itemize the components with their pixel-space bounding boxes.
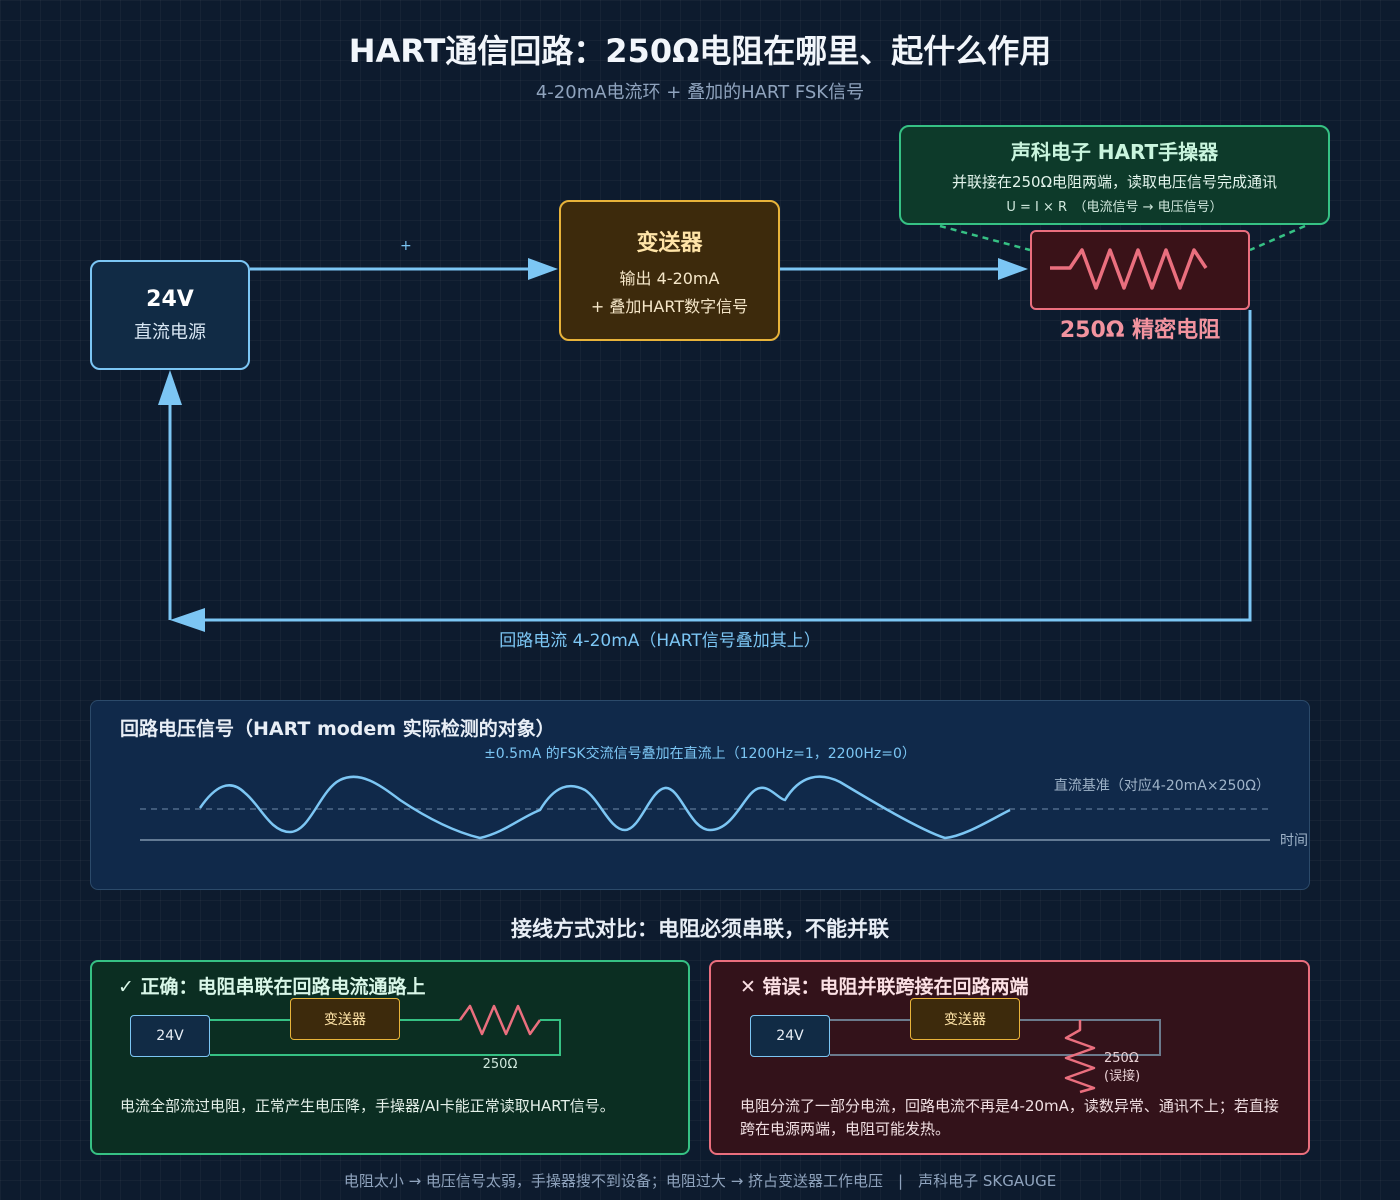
footer-note: 电阻太小 → 电压信号太弱，手操器搜不到设备；电阻过大 → 挤占变送器工作电压 … xyxy=(343,1172,1057,1190)
wrong-wire-2 xyxy=(830,1019,1161,1056)
arrow-to-resistor xyxy=(998,258,1028,280)
wrong-resistor-label: 250Ω (误接) xyxy=(1104,1050,1140,1086)
wrong-transmitter-box: 变送器 xyxy=(910,998,1020,1040)
transmitter-name: 变送器 xyxy=(636,230,703,256)
power-supply-box: 24V 直流电源 xyxy=(90,260,250,370)
fsk-waveform xyxy=(198,775,1011,840)
wrong-resistor-icon xyxy=(1064,1020,1096,1094)
waveform-panel xyxy=(90,700,1310,890)
time-axis-label: 时间 xyxy=(1280,833,1308,849)
wrong-resistor-note: (误接) xyxy=(1104,1069,1141,1084)
correct-psu-box: 24V xyxy=(130,1015,210,1057)
correct-resistor-label: 250Ω xyxy=(482,1057,518,1072)
wrong-wiring-panel xyxy=(709,960,1310,1155)
correct-resistor-icon xyxy=(458,1004,542,1036)
arrow-to-transmitter xyxy=(528,258,558,280)
correct-transmitter-box: 变送器 xyxy=(290,998,400,1040)
comparison-heading: 接线方式对比：电阻必须串联，不能并联 xyxy=(511,917,889,941)
communicator-desc: 并联接在250Ω电阻两端，读取电压信号完成通讯 xyxy=(951,172,1278,191)
dc-baseline-label: 直流基准（对应4-20mA×250Ω） xyxy=(1053,778,1270,794)
communicator-name: 声科电子 HART手操器 xyxy=(1010,139,1219,164)
wrong-wiring-title: ✕ 错误：电阻并联跨接在回路两端 xyxy=(740,976,1029,998)
correct-wiring-title: ✓ 正确：电阻串联在回路电流通路上 xyxy=(118,976,426,998)
transmitter-box: 变送器 输出 4-20mA + 叠加HART数字信号 xyxy=(559,200,780,341)
correct-wiring-panel xyxy=(90,960,690,1155)
transmitter-hart: + 叠加HART数字信号 xyxy=(590,296,749,316)
wire-return-path xyxy=(200,310,1252,622)
power-supply-desc: 直流电源 xyxy=(134,321,206,343)
arrow-return xyxy=(170,608,205,632)
communicator-formula: U = I × R （电流信号 → 电压信号） xyxy=(1006,199,1223,215)
communicator-lead-left xyxy=(939,224,1031,252)
wrong-psu-box: 24V xyxy=(750,1015,830,1057)
wrong-wiring-desc: 电阻分流了一部分电流，回路电流不再是4-20mA，读数异常、通讯不上；若直接跨在… xyxy=(740,1097,1279,1138)
resistor-box xyxy=(1030,230,1250,310)
page-title: HART通信回路：250Ω电阻在哪里、起什么作用 xyxy=(348,32,1052,70)
positive-terminal-sign: + xyxy=(400,238,412,254)
resistor-label: 250Ω 精密电阻 xyxy=(1059,318,1221,343)
transmitter-output: 输出 4-20mA xyxy=(619,268,720,288)
correct-wire-return xyxy=(210,1019,561,1056)
wrong-resistor-value: 250Ω xyxy=(1104,1051,1139,1066)
resistor-zigzag-icon xyxy=(1049,247,1207,290)
loop-current-label: 回路电流 4-20mA（HART信号叠加其上） xyxy=(499,631,821,651)
arrow-to-psu xyxy=(158,370,182,405)
communicator-box: 声科电子 HART手操器 并联接在250Ω电阻两端，读取电压信号完成通讯 U =… xyxy=(899,125,1330,225)
correct-wiring-desc: 电流全部流过电阻，正常产生电压降，手操器/AI卡能正常读取HART信号。 xyxy=(120,1097,615,1115)
waveform-subtitle: ±0.5mA 的FSK交流信号叠加在直流上（1200Hz=1，2200Hz=0） xyxy=(484,746,916,762)
page-subtitle: 4-20mA电流环 + 叠加的HART FSK信号 xyxy=(535,82,865,103)
waveform-title: 回路电压信号（HART modem 实际检测的对象） xyxy=(120,718,555,740)
power-supply-voltage: 24V xyxy=(146,286,194,312)
